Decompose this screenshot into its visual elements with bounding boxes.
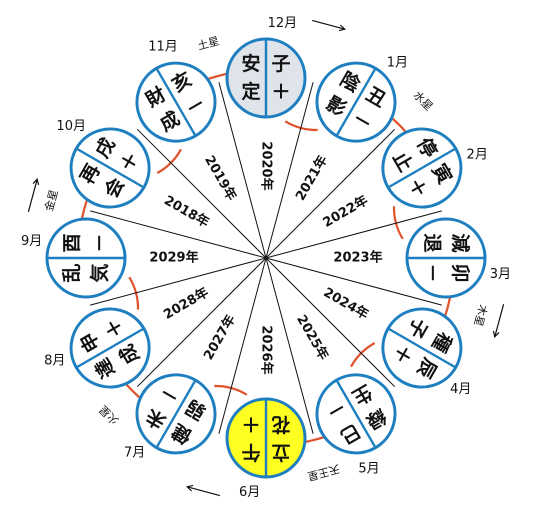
sign-glyph: ＋: [271, 81, 290, 103]
position-circle: 辰＋種子: [381, 307, 463, 389]
planet-label: 土星: [196, 34, 221, 52]
zodiac-glyph: 午: [241, 441, 260, 464]
year-spoke: [265, 257, 396, 388]
year-label: 2024年: [321, 284, 372, 322]
kanji-glyph-top: 立: [271, 441, 290, 464]
planet-label: 水星: [411, 89, 436, 114]
position-circle: 巳－緑生: [315, 373, 397, 455]
kanji-glyph-top: 乱: [61, 263, 83, 282]
year-spoke: [265, 82, 314, 259]
circle-divider: [155, 67, 197, 137]
year-label: 2018年: [161, 192, 212, 230]
planet-label: 天王星: [306, 462, 341, 483]
arrow-line: [187, 486, 220, 497]
planet-label: 金星: [42, 188, 61, 213]
year-label: 2027年: [200, 312, 238, 363]
month-labels: 12月 1月 2月 3月 4月 5月 6月 7月 8月 9月 10月 11月: [21, 16, 511, 500]
year-label: 2019年: [201, 153, 239, 204]
year-spokes: [90, 82, 442, 434]
year-spoke: [265, 257, 442, 306]
month-label: 7月: [124, 445, 145, 460]
arrow-line: [312, 19, 345, 30]
year-spoke: [265, 210, 442, 259]
direction-arrows: [27, 19, 505, 497]
zodiac-glyph: 酉: [61, 233, 83, 252]
month-label: 8月: [44, 354, 65, 369]
planet-label: 木星: [471, 303, 489, 328]
position-circle: 卯 － 減退: [405, 217, 487, 299]
year-label: 2020年: [259, 141, 275, 190]
year-label: 2021年: [292, 153, 330, 204]
month-label: 10月: [56, 119, 86, 134]
kanji-glyph-bottom: 気: [88, 263, 111, 282]
month-label: 11月: [148, 39, 178, 54]
arrow-head: [492, 330, 500, 339]
position-circle: 申＋達成: [69, 307, 151, 389]
month-label: 9月: [21, 234, 42, 249]
arrow-line: [27, 179, 38, 212]
month-label: 4月: [450, 382, 471, 397]
position-circle: 子 ＋ 安定: [225, 37, 307, 119]
circle-divider: [335, 379, 377, 449]
year-spoke: [265, 128, 396, 259]
month-label: 1月: [387, 56, 408, 71]
kanji-glyph-bottom: 花: [271, 413, 290, 436]
year-label: 2029年: [149, 250, 198, 266]
zodiac-glyph: 卯: [449, 263, 471, 282]
circle-divider: [155, 379, 197, 449]
kanji-glyph-top: 減: [449, 233, 472, 252]
circle-divider: [75, 147, 145, 189]
arrow-head: [32, 177, 40, 186]
year-label: 2028年: [161, 284, 212, 322]
position-circle: 亥－財成: [135, 61, 217, 143]
year-spoke: [90, 210, 267, 259]
sign-glyph: －: [89, 233, 111, 252]
year-spoke: [136, 128, 267, 259]
year-label: 2025年: [293, 312, 331, 363]
year-spoke: [218, 257, 267, 434]
month-label: 5月: [358, 462, 379, 477]
position-circles: 子 ＋ 安定 丑－陰影寅＋停止卯 － 減退辰＋種子巳－緑生午 ＋ 立花 未－健弱申＋達成 酉 － 乱気…: [45, 37, 487, 479]
year-spoke: [136, 257, 267, 388]
year-spoke: [218, 82, 267, 259]
position-circle: 戌＋再会: [69, 127, 151, 209]
month-label: 12月: [268, 16, 298, 31]
position-circle: 寅＋停止: [381, 127, 463, 209]
month-label: 3月: [490, 267, 511, 282]
arrow-head: [338, 24, 347, 32]
position-circle: 酉 － 乱気: [45, 217, 127, 299]
year-spoke: [265, 257, 314, 434]
sign-glyph: ＋: [241, 413, 260, 435]
circle-divider: [387, 147, 457, 189]
month-label: 2月: [467, 148, 488, 163]
position-circle: 午 ＋ 立花: [225, 397, 307, 479]
arrow-head: [185, 484, 194, 492]
circle-divider: [75, 327, 145, 369]
zodiac-glyph: 子: [271, 53, 290, 75]
year-label: 2022年: [320, 192, 371, 230]
circle-divider: [387, 327, 457, 369]
kanji-glyph-bottom: 定: [241, 80, 260, 103]
year-spoke: [90, 257, 267, 306]
circle-divider: [335, 67, 377, 137]
year-label: 2026年: [259, 325, 275, 374]
position-circle: 未－健弱: [135, 373, 217, 455]
sign-glyph: －: [421, 263, 443, 282]
kanji-glyph-bottom: 退: [421, 233, 443, 252]
planet-label: 火星: [97, 403, 122, 428]
position-circle: 丑－陰影: [315, 61, 397, 143]
month-label: 6月: [239, 485, 260, 500]
arrow-line: [494, 304, 505, 337]
kanji-glyph-top: 安: [241, 52, 260, 75]
year-label: 2023年: [333, 250, 382, 266]
